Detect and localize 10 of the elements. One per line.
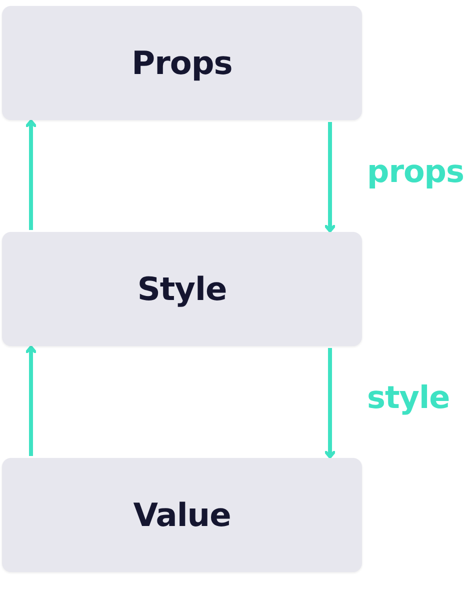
node-label: Style — [137, 270, 227, 308]
arrow — [24, 346, 38, 456]
process-box — [2, 232, 362, 346]
arrow — [324, 348, 336, 458]
node-label: Value — [133, 496, 231, 534]
process-box — [2, 458, 362, 572]
process-box — [2, 6, 362, 120]
arrow — [24, 120, 38, 230]
node-label: Props — [132, 44, 232, 82]
arrow — [324, 122, 336, 232]
